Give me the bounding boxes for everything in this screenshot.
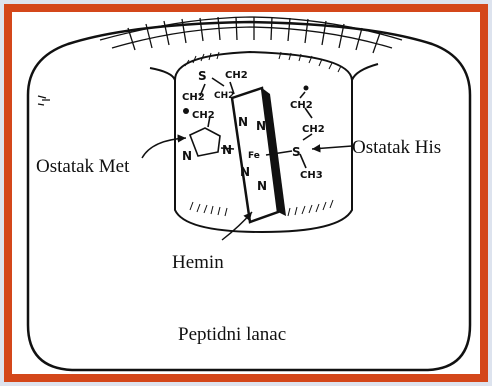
chem-n-heme-1: N — [238, 115, 248, 129]
chem-ch2-right-upper: CH2 — [290, 100, 313, 111]
chem-s-right: S — [292, 145, 301, 159]
chem-ch2-right-lower: CH2 — [302, 124, 325, 135]
dot-left — [183, 108, 189, 114]
chem-n-imid-2: N — [222, 143, 232, 157]
met-residue-label: Ostatak Met — [36, 156, 130, 177]
peptide-chain-label: Peptidni lanac — [178, 324, 286, 345]
heme-label: Hemin — [172, 252, 224, 273]
chem-s-top: S — [198, 69, 207, 83]
chem-n-imid-1: N — [182, 149, 192, 163]
chem-fe: Fe — [248, 151, 260, 161]
chem-n-heme-3: N — [240, 165, 250, 179]
chem-ch2-top-right-2: CH2 — [214, 91, 234, 101]
chem-ch2-top-right: CH2 — [225, 70, 248, 81]
his-residue-label: Ostatak His — [352, 137, 441, 158]
chem-n-heme-4: N — [257, 179, 267, 193]
chem-ch2-imid: CH2 — [192, 110, 215, 121]
chem-ch3: CH3 — [300, 170, 323, 181]
chem-n-heme-2: N — [256, 119, 266, 133]
chem-ch2-top-left: CH2 — [182, 92, 205, 103]
dot-right — [304, 86, 309, 91]
